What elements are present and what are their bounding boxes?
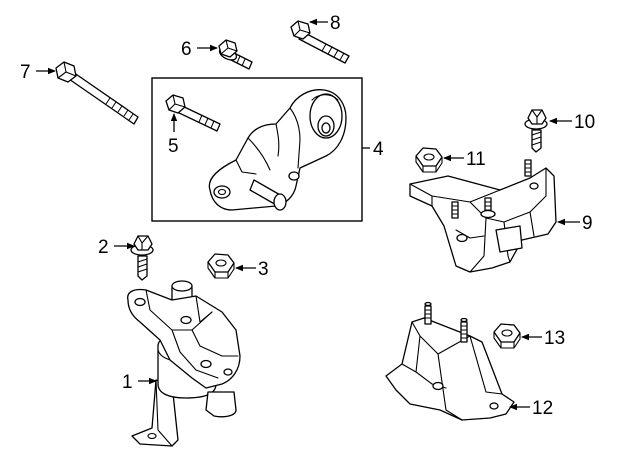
part-8-bolt: [290, 20, 350, 64]
part-3-nut: [207, 253, 235, 279]
part-10-bolt: [524, 109, 548, 153]
callout-label-12: 12: [532, 398, 553, 419]
callout-13: 13: [521, 328, 565, 349]
part-4-assembly-group: [151, 77, 363, 222]
callout-label-9: 9: [582, 213, 593, 234]
part-6-flange-bolt: [218, 39, 253, 70]
part-11-nut: [415, 147, 443, 173]
part-12-mount-bracket: [385, 301, 515, 421]
callout-label-3: 3: [258, 259, 269, 280]
callout-10: 10: [549, 112, 595, 133]
callout-label-10: 10: [574, 112, 595, 133]
callout-label-7: 7: [20, 62, 31, 83]
callout-9: 9: [557, 213, 593, 234]
part-2-bolt: [130, 235, 154, 281]
callout-label-4: 4: [373, 139, 384, 160]
part-1-motor-mount: [127, 280, 241, 447]
callout-label-8: 8: [330, 13, 341, 34]
callout-7: 7: [20, 62, 56, 83]
callout-3: 3: [235, 259, 269, 280]
callout-5: 5: [168, 113, 179, 157]
callout-label-5: 5: [168, 136, 179, 157]
part-9-mount-bracket: [409, 159, 557, 273]
callout-label-2: 2: [98, 237, 109, 258]
callout-4: 4: [362, 139, 384, 160]
callout-6: 6: [181, 39, 218, 60]
callout-label-13: 13: [544, 328, 565, 349]
part-7-long-bolt: [55, 61, 139, 125]
callout-12: 12: [509, 398, 553, 419]
callout-1: 1: [122, 372, 157, 393]
callout-2: 2: [98, 237, 135, 258]
callout-label-1: 1: [122, 372, 133, 393]
callout-8: 8: [309, 13, 341, 34]
callout-label-6: 6: [181, 39, 192, 60]
callout-label-11: 11: [466, 149, 486, 170]
callout-11: 11: [443, 149, 486, 170]
part-13-nut: [493, 323, 521, 349]
